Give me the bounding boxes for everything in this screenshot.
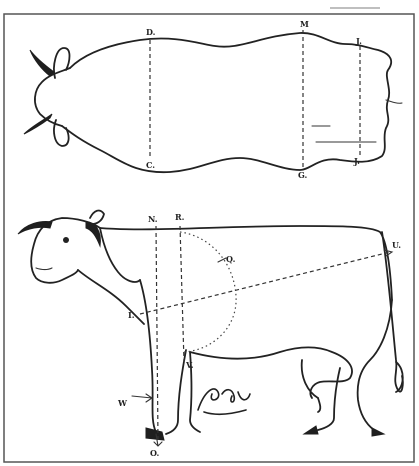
label-q: Q. xyxy=(226,254,236,264)
side-view-hoof-hind-2 xyxy=(304,426,318,434)
side-view-eye xyxy=(63,237,69,243)
side-view-hind-leg-inner xyxy=(318,368,340,430)
side-view-horn-right xyxy=(86,222,100,246)
measure-line-r-v xyxy=(180,226,184,362)
side-view-back xyxy=(100,226,392,300)
measure-line-i-u xyxy=(140,252,390,314)
label-o: O. xyxy=(150,448,160,458)
label-w: W xyxy=(117,398,128,408)
label-v: V. xyxy=(185,360,194,370)
top-view-body-outline xyxy=(62,33,391,172)
side-view-ear xyxy=(90,211,104,224)
label-i: I. xyxy=(128,310,135,320)
label-j-upper: J. xyxy=(355,36,362,46)
label-g: G. xyxy=(298,170,308,180)
label-r: R. xyxy=(175,212,185,222)
side-view-hind-leg xyxy=(358,300,392,430)
label-d: D. xyxy=(146,27,156,37)
side-view-teat xyxy=(318,398,320,412)
side-view-horn-left xyxy=(18,222,52,235)
label-m: M xyxy=(300,19,309,29)
top-view-horn-lower xyxy=(24,114,52,134)
side-view-hoof-front xyxy=(146,428,164,440)
top-view: D. M J. C. G. J. xyxy=(24,19,402,180)
side-view-mouth xyxy=(36,268,52,270)
artist-signature xyxy=(198,389,250,414)
side-view-front-leg-outer xyxy=(140,280,156,432)
top-view-head xyxy=(35,68,70,126)
label-n: N. xyxy=(148,214,158,224)
measure-arrow-w xyxy=(132,394,152,402)
label-c: C. xyxy=(146,160,155,170)
measure-line-n-o xyxy=(156,226,158,440)
side-view-belly xyxy=(190,348,352,399)
top-view-horn-upper xyxy=(30,50,54,76)
measure-heart-girth-circle xyxy=(180,232,236,352)
side-view-neck xyxy=(100,228,140,282)
side-view-front-leg-inner xyxy=(166,350,186,434)
side-view: N. R. Q. I. U. V. W O. xyxy=(18,211,403,458)
side-view-hoof-hind-1 xyxy=(372,428,384,436)
label-u: U. xyxy=(392,240,401,250)
label-j-lower: J. xyxy=(353,156,360,166)
